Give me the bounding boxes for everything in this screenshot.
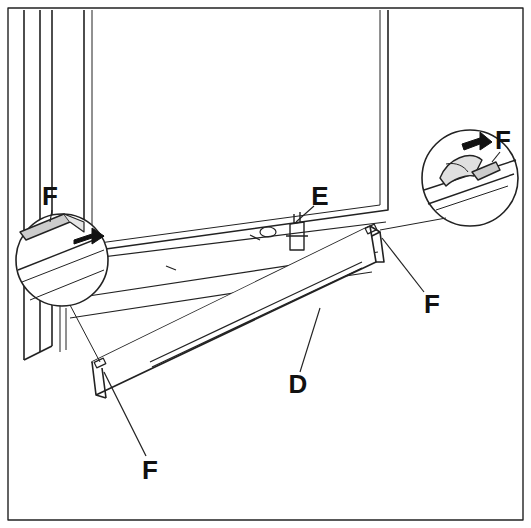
clip-tab (472, 162, 500, 180)
part-letter: F (140, 456, 160, 484)
plinth-front (92, 226, 376, 395)
leader-line (382, 238, 424, 292)
door (84, 10, 388, 252)
part-letter: E (309, 182, 330, 210)
leader-line (300, 308, 320, 372)
pull-arrow (462, 132, 492, 150)
clip-tab (20, 214, 70, 240)
inset-leader (380, 218, 446, 230)
leader-line (50, 210, 52, 222)
inset-leader (70, 305, 100, 362)
part-letter: F (422, 290, 442, 318)
part-letter: D (287, 370, 310, 398)
part-letter: F (40, 182, 60, 210)
frame (8, 8, 523, 520)
leader-line (296, 206, 314, 222)
plinth-slot (150, 262, 362, 367)
part-letter: F (493, 126, 513, 154)
leader-line (104, 372, 146, 456)
push-arrow (74, 228, 104, 244)
hinge (286, 212, 308, 250)
detail-inset (16, 214, 108, 306)
